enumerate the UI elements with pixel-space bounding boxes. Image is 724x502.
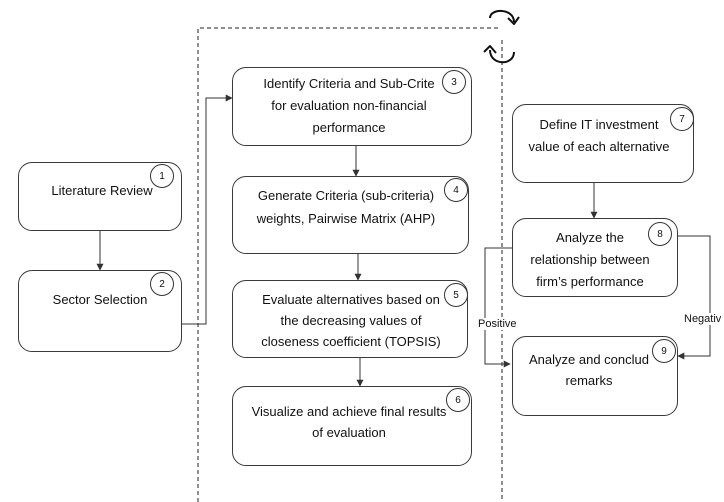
node-literature-review-label: Literature Review bbox=[51, 183, 153, 198]
step-number-6: 6 bbox=[446, 388, 470, 412]
node-sector-selection-label: Sector Selection bbox=[52, 292, 148, 307]
node-visualize-results bbox=[232, 386, 472, 466]
node-analyze-conclude-line-1: Analyze and conclud bbox=[529, 352, 649, 367]
node-evaluate-alternatives-line-2: the decreasing values of bbox=[280, 313, 422, 328]
step-number-2: 2 bbox=[150, 272, 174, 296]
node-evaluate-alternatives-line-3: closeness coefficient (TOPSIS) bbox=[261, 334, 441, 349]
arrow-2-to-3 bbox=[180, 94, 233, 325]
node-visualize-results-line-2: of evaluation bbox=[312, 425, 386, 440]
cycle-arrows-icon bbox=[483, 10, 520, 64]
node-generate-criteria-weights bbox=[232, 176, 469, 254]
arrow-8-to-9-negative bbox=[677, 235, 711, 360]
edge-label-positive: Positive bbox=[478, 318, 517, 330]
node-generate-criteria-weights-line-1: Generate Criteria (sub-criteria) bbox=[257, 188, 435, 203]
node-evaluate-alternatives-line-1: Evaluate alternatives based on bbox=[262, 292, 440, 307]
node-identify-criteria-line-2: for evaluation non-financial bbox=[271, 98, 427, 113]
step-number-8: 8 bbox=[648, 222, 672, 246]
step-number-9: 9 bbox=[652, 339, 676, 363]
node-define-it-investment-line-1: Define IT investment bbox=[539, 117, 659, 132]
node-evaluate-alternatives bbox=[232, 280, 468, 358]
node-analyze-conclude-line-2: remarks bbox=[565, 373, 613, 388]
step-number-7: 7 bbox=[670, 107, 694, 131]
node-define-it-investment bbox=[512, 104, 694, 183]
node-define-it-investment-line-2: value of each alternative bbox=[528, 139, 670, 154]
node-identify-criteria bbox=[232, 67, 472, 146]
node-analyze-relationship-line-2: relationship between bbox=[530, 252, 650, 267]
node-visualize-results-line-1: Visualize and achieve final results bbox=[251, 404, 447, 419]
node-analyze-relationship-line-3: firm’s performance bbox=[536, 274, 644, 289]
step-number-3: 3 bbox=[442, 70, 466, 94]
step-number-4: 4 bbox=[444, 178, 468, 202]
node-generate-criteria-weights-line-2: weights, Pairwise Matrix (AHP) bbox=[256, 211, 436, 226]
step-number-5: 5 bbox=[444, 283, 468, 307]
edge-label-negative: Negativ bbox=[684, 313, 722, 325]
node-analyze-conclude bbox=[512, 336, 678, 416]
node-identify-criteria-line-3: performance bbox=[312, 120, 386, 135]
arrow-8-to-9-positive bbox=[484, 247, 512, 368]
node-identify-criteria-line-1: Identify Criteria and Sub-Crite bbox=[263, 76, 435, 91]
dashed-frame-left bbox=[197, 27, 500, 502]
step-number-1: 1 bbox=[150, 164, 174, 188]
node-analyze-relationship-line-1: Analyze the bbox=[556, 230, 624, 245]
